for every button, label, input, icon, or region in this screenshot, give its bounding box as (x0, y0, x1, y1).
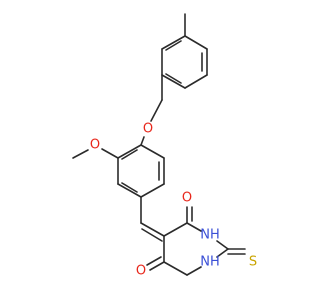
bond (72, 149, 89, 159)
atom-nh-upper: NH (200, 228, 220, 243)
bond (121, 149, 138, 160)
atom-labels: O O O O NH NH S (90, 122, 257, 279)
bond (146, 256, 162, 266)
atom-s-thione: S (249, 255, 257, 270)
structure-canvas: O O O O NH NH S (72, 13, 258, 279)
bond (140, 144, 165, 159)
atom-o-lower: O (136, 264, 146, 279)
molecule-diagram: O O O O NH NH S (72, 13, 257, 279)
bond (186, 222, 202, 232)
bond (150, 99, 163, 122)
bond (140, 136, 145, 146)
bond (141, 228, 163, 242)
bond (165, 73, 182, 84)
bond (101, 148, 119, 159)
bond (140, 222, 165, 237)
bond (163, 261, 188, 276)
atom-o-benzyl: O (143, 122, 153, 137)
atom-o-methoxy: O (90, 138, 100, 153)
bond (165, 40, 182, 51)
atom-nh-lower: NH (200, 255, 220, 270)
bond (216, 248, 229, 258)
bond (216, 240, 229, 250)
bond (161, 74, 186, 89)
bond (140, 183, 165, 198)
bond (186, 266, 202, 276)
bond (184, 35, 208, 50)
bond (121, 182, 138, 193)
bond (149, 261, 165, 271)
bond (117, 144, 142, 159)
bond (117, 183, 142, 198)
bond (161, 35, 186, 50)
bonds (72, 13, 246, 276)
bond (163, 222, 188, 237)
atom-o-upper: O (182, 191, 192, 206)
bond (184, 74, 208, 89)
